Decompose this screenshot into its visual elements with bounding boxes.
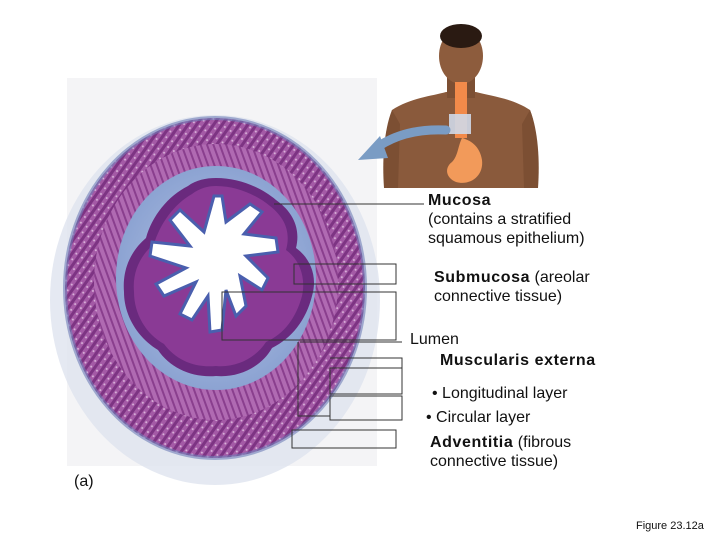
longitudinal-layer-label: • Longitudinal layer <box>432 385 568 402</box>
adventitia-title: Adventitia <box>430 434 514 451</box>
mucosa-desc-line2: squamous epithelium) <box>428 230 585 247</box>
adventitia-desc-line2: connective tissue) <box>430 453 559 470</box>
circular-layer-label: • Circular layer <box>426 409 531 426</box>
mucosa-desc-line1: (contains a stratified <box>428 211 572 228</box>
submucosa-label: Submucosa (areolar connective tissue) <box>434 268 590 306</box>
panel-label: (a) <box>74 473 94 490</box>
submucosa-desc-line1: (areolar <box>530 269 590 286</box>
muscularis-externa-label: Muscularis externa <box>440 352 596 369</box>
mucosa-label: Mucosa (contains a stratified squamous e… <box>428 191 585 248</box>
mucosa-title: Mucosa <box>428 192 492 209</box>
submucosa-desc-line2: connective tissue) <box>434 288 563 305</box>
adventitia-label: Adventitia (fibrous connective tissue) <box>430 433 571 471</box>
submucosa-title: Submucosa <box>434 269 531 286</box>
figure-caption: Figure 23.12a <box>636 520 704 532</box>
adventitia-desc-line1: (fibrous <box>513 434 572 451</box>
lumen-label: Lumen <box>410 331 459 348</box>
